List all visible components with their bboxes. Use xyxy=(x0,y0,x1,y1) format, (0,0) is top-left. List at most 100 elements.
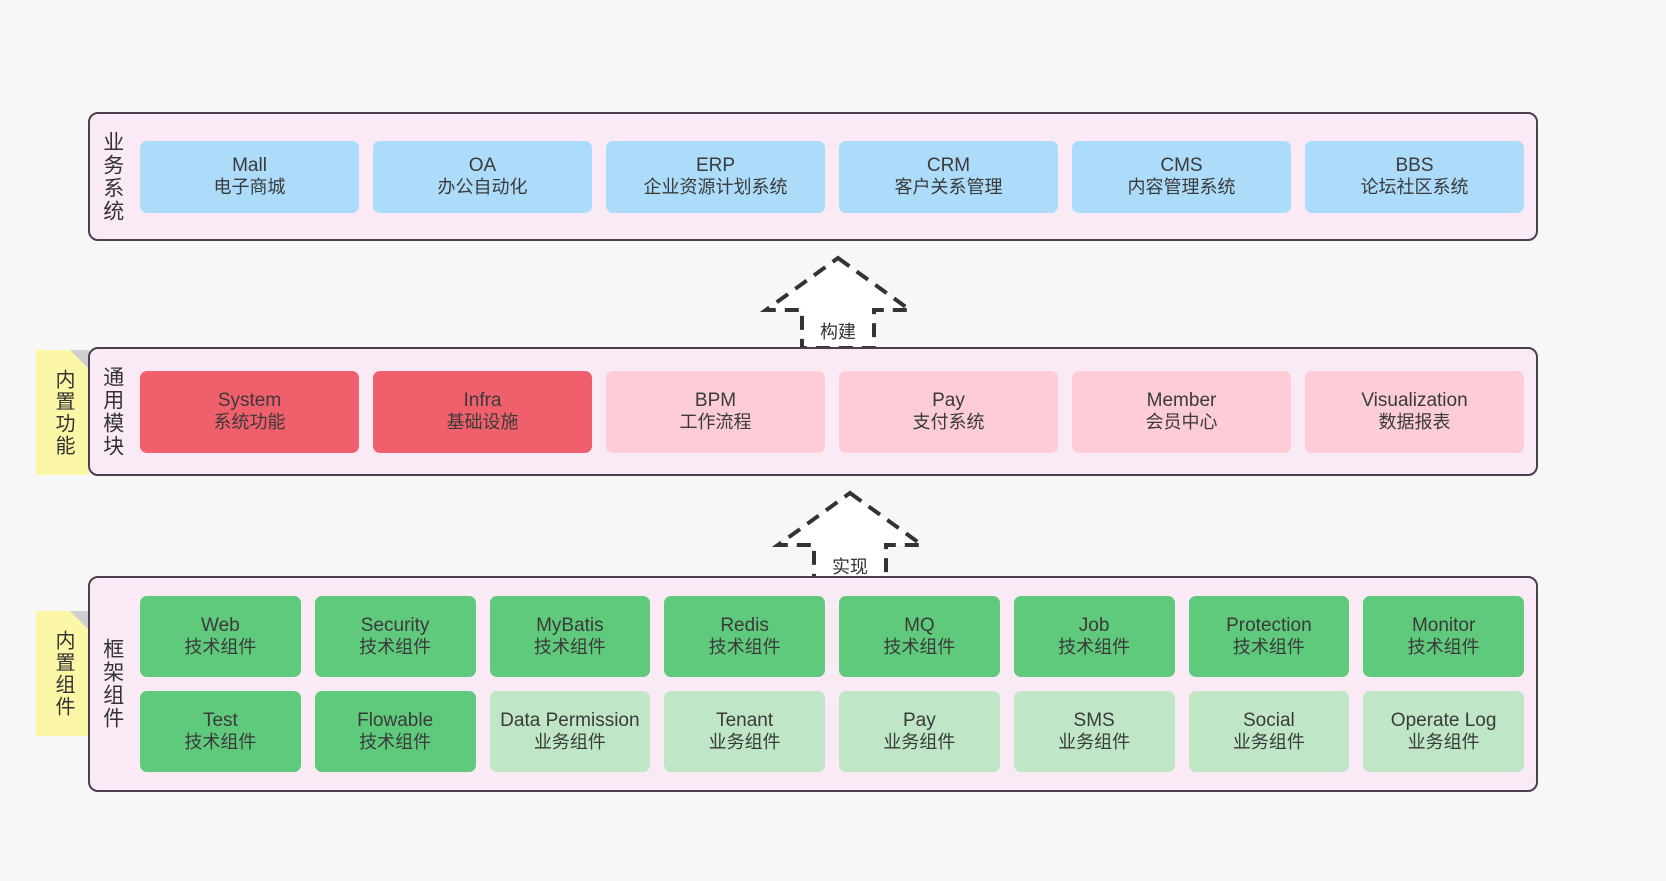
note-label: 内置组件 xyxy=(52,629,74,718)
card-security[interactable]: Security 技术组件 xyxy=(314,596,476,677)
card-subtitle: 技术组件 xyxy=(184,732,257,753)
card-subtitle: 企业资源计划系统 xyxy=(643,177,788,198)
card-title: Tenant xyxy=(716,709,774,731)
card-subtitle: 电子商城 xyxy=(213,177,286,198)
card-job[interactable]: Job 技术组件 xyxy=(1013,596,1175,677)
card-title: Member xyxy=(1146,389,1217,411)
card-title: Mall xyxy=(232,154,267,176)
card-flowable[interactable]: Flowable 技术组件 xyxy=(314,691,476,772)
card-title: Redis xyxy=(720,614,769,636)
card-subtitle: 客户关系管理 xyxy=(894,177,1003,198)
card-tenant[interactable]: Tenant 业务组件 xyxy=(664,691,825,772)
card-subtitle: 技术组件 xyxy=(184,637,257,658)
card-subtitle: 内容管理系统 xyxy=(1127,177,1236,198)
card-member[interactable]: Member 会员中心 xyxy=(1072,370,1291,453)
card-erp[interactable]: ERP 企业资源计划系统 xyxy=(606,140,825,213)
card-bpm[interactable]: BPM 工作流程 xyxy=(606,370,825,453)
card-pay-module[interactable]: Pay 支付系统 xyxy=(839,370,1058,453)
arrow-implement: 实现 xyxy=(770,487,930,585)
card-subtitle: 技术组件 xyxy=(1232,637,1305,658)
card-row: Test 技术组件 Flowable 技术组件 Data Permission … xyxy=(140,691,1524,772)
card-title: BBS xyxy=(1395,154,1434,176)
card-title: CMS xyxy=(1160,154,1203,176)
card-pay-component[interactable]: Pay 业务组件 xyxy=(839,691,1000,772)
card-oa[interactable]: OA 办公自动化 xyxy=(373,140,592,213)
card-bbs[interactable]: BBS 论坛社区系统 xyxy=(1305,140,1524,213)
up-arrow-icon xyxy=(771,490,929,585)
card-row: Web 技术组件 Security 技术组件 MyBatis 技术组件 Redi… xyxy=(140,596,1524,677)
card-title: Test xyxy=(202,709,238,731)
card-title: OA xyxy=(468,154,497,176)
note-builtin-functions: 内置功能 xyxy=(36,350,89,475)
card-subtitle: 基础设施 xyxy=(446,412,519,433)
card-subtitle: 论坛社区系统 xyxy=(1360,177,1469,198)
card-cms[interactable]: CMS 内容管理系统 xyxy=(1072,140,1291,213)
card-title: Job xyxy=(1078,614,1110,636)
layer-body-framework: Web 技术组件 Security 技术组件 MyBatis 技术组件 Redi… xyxy=(134,578,1536,790)
card-subtitle: 业务组件 xyxy=(883,732,956,753)
layer-title-modules: 通用模块 xyxy=(100,365,124,458)
layer-common-modules: 通用模块 System 系统功能 Infra 基础设施 BPM 工作流程 Pay… xyxy=(88,347,1538,476)
layer-body-modules: System 系统功能 Infra 基础设施 BPM 工作流程 Pay 支付系统… xyxy=(134,349,1536,474)
card-mq[interactable]: MQ 技术组件 xyxy=(839,596,1000,677)
card-operate-log[interactable]: Operate Log 业务组件 xyxy=(1363,691,1524,772)
card-title: Visualization xyxy=(1361,389,1468,411)
card-subtitle: 技术组件 xyxy=(359,637,432,658)
card-title: Data Permission xyxy=(500,709,640,731)
card-subtitle: 数据报表 xyxy=(1378,412,1451,433)
card-title: BPM xyxy=(694,389,737,411)
card-redis[interactable]: Redis 技术组件 xyxy=(664,596,825,677)
arrow-build: 构建 xyxy=(758,252,918,350)
card-sms[interactable]: SMS 业务组件 xyxy=(1013,691,1175,772)
card-title: Operate Log xyxy=(1390,709,1497,731)
card-mall[interactable]: Mall 电子商城 xyxy=(140,140,359,213)
card-protection[interactable]: Protection 技术组件 xyxy=(1188,596,1350,677)
card-subtitle: 工作流程 xyxy=(679,412,752,433)
card-social[interactable]: Social 业务组件 xyxy=(1188,691,1350,772)
card-title: Flowable xyxy=(357,709,434,731)
card-title: Pay xyxy=(903,709,936,731)
card-title: Protection xyxy=(1226,614,1312,636)
card-title: ERP xyxy=(695,154,736,176)
note-label: 内置功能 xyxy=(52,368,74,457)
card-title: System xyxy=(217,389,282,411)
card-data-permission[interactable]: Data Permission 业务组件 xyxy=(489,691,651,772)
card-subtitle: 技术组件 xyxy=(708,637,781,658)
card-visualization[interactable]: Visualization 数据报表 xyxy=(1305,370,1524,453)
card-subtitle: 技术组件 xyxy=(1407,637,1480,658)
layer-body-business: Mall 电子商城 OA 办公自动化 ERP 企业资源计划系统 CRM 客户关系… xyxy=(134,114,1536,239)
card-subtitle: 支付系统 xyxy=(912,412,985,433)
card-subtitle: 技术组件 xyxy=(359,732,432,753)
card-title: Pay xyxy=(932,389,965,411)
layer-framework-components: 框架组件 Web 技术组件 Security 技术组件 MyBatis 技术组件… xyxy=(88,576,1538,792)
card-subtitle: 技术组件 xyxy=(1058,637,1131,658)
card-title: MyBatis xyxy=(536,614,604,636)
card-subtitle: 技术组件 xyxy=(533,637,606,658)
card-infra[interactable]: Infra 基础设施 xyxy=(373,370,592,453)
card-subtitle: 业务组件 xyxy=(1232,732,1305,753)
card-title: Infra xyxy=(463,389,502,411)
layer-title-business: 业务系统 xyxy=(100,130,124,223)
card-mybatis[interactable]: MyBatis 技术组件 xyxy=(489,596,651,677)
card-subtitle: 会员中心 xyxy=(1145,412,1218,433)
note-builtin-components: 内置组件 xyxy=(36,611,89,736)
card-row: Mall 电子商城 OA 办公自动化 ERP 企业资源计划系统 CRM 客户关系… xyxy=(140,140,1524,213)
card-crm[interactable]: CRM 客户关系管理 xyxy=(839,140,1058,213)
card-subtitle: 业务组件 xyxy=(1407,732,1480,753)
card-row: System 系统功能 Infra 基础设施 BPM 工作流程 Pay 支付系统… xyxy=(140,370,1524,453)
layer-title-framework: 框架组件 xyxy=(100,638,124,730)
card-title: Web xyxy=(201,614,240,636)
card-subtitle: 办公自动化 xyxy=(437,177,528,198)
card-subtitle: 系统功能 xyxy=(213,412,286,433)
card-system[interactable]: System 系统功能 xyxy=(140,370,359,453)
card-title: MQ xyxy=(904,614,935,636)
card-title: SMS xyxy=(1073,709,1115,731)
card-subtitle: 业务组件 xyxy=(1058,732,1131,753)
card-title: CRM xyxy=(926,154,971,176)
card-test[interactable]: Test 技术组件 xyxy=(140,691,301,772)
card-web[interactable]: Web 技术组件 xyxy=(140,596,301,677)
layer-business-systems: 业务系统 Mall 电子商城 OA 办公自动化 ERP 企业资源计划系统 CRM… xyxy=(88,112,1538,241)
card-monitor[interactable]: Monitor 技术组件 xyxy=(1363,596,1524,677)
card-subtitle: 技术组件 xyxy=(883,637,956,658)
card-subtitle: 业务组件 xyxy=(708,732,781,753)
